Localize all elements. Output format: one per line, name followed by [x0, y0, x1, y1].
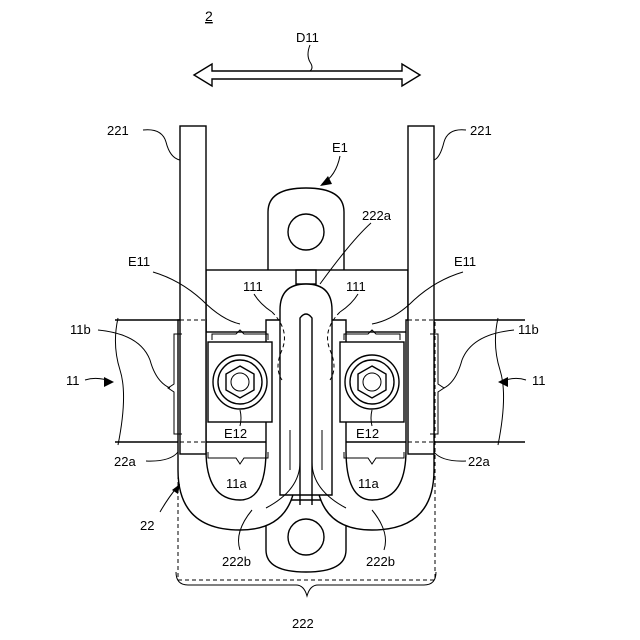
brace-11a-left: [208, 452, 268, 464]
right-terminal: [408, 126, 434, 454]
label-221-right: 221: [470, 123, 492, 138]
label-221-left: 221: [107, 123, 129, 138]
label-e12-left: E12: [224, 426, 247, 441]
top-eye: [268, 188, 344, 272]
figure-number: 2: [205, 8, 213, 24]
brace-11a-right: [344, 452, 404, 464]
label-22a-right: 22a: [468, 454, 490, 469]
label-11b-right: 11b: [518, 322, 539, 337]
label-222a: 222a: [362, 208, 392, 223]
label-e1: E1: [332, 140, 348, 155]
label-d11: D11: [296, 30, 319, 45]
label-222b-right: 222b: [366, 554, 395, 569]
label-11a-left: 11a: [226, 476, 247, 491]
label-22a-left: 22a: [114, 454, 136, 469]
left-terminal: [180, 126, 206, 454]
label-e12-right: E12: [356, 426, 379, 441]
label-e11-right: E11: [454, 254, 476, 269]
label-11a-right: 11a: [358, 476, 379, 491]
label-111-right: 111: [346, 279, 366, 294]
label-e11-left: E11: [128, 254, 150, 269]
direction-arrow: [194, 64, 420, 86]
label-222b-left: 222b: [222, 554, 251, 569]
arrow-11-left: [104, 377, 114, 387]
label-22: 22: [140, 518, 154, 533]
label-11b-left: 11b: [70, 322, 91, 337]
label-11-right: 11: [532, 373, 546, 388]
label-222: 222: [292, 616, 314, 631]
label-111-left: 111: [243, 279, 263, 294]
label-11-left: 11: [66, 373, 80, 388]
